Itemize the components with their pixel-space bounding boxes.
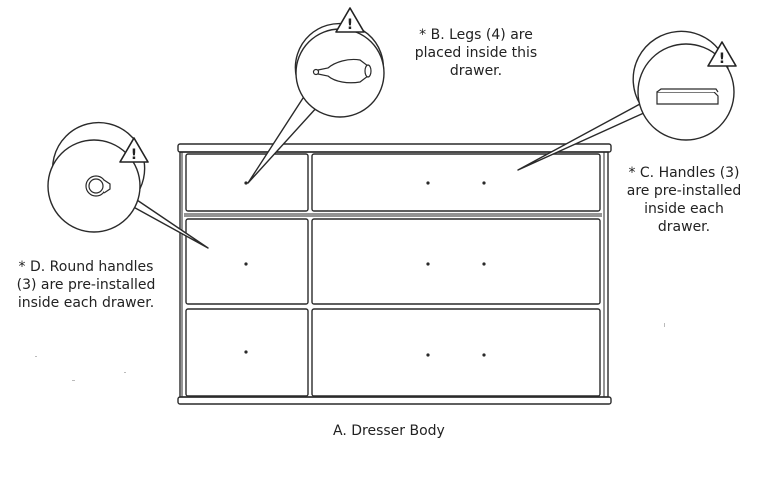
scan-speckles (35, 323, 665, 381)
warning-mark: ! (131, 147, 137, 163)
drawer-bottom-right (311, 308, 601, 397)
drawer-top-right (311, 153, 601, 212)
bar-handle-icon (656, 88, 719, 105)
drawer-bottom-left (185, 308, 309, 397)
round-handles-callout (47, 121, 209, 249)
drawers (184, 153, 602, 397)
label-handles: * C. Handles (3) are pre-installed insid… (626, 165, 742, 235)
label-legs: * B. Legs (4) are placed inside this dra… (414, 27, 538, 79)
round-knob-icon (85, 175, 111, 197)
warning-mark: ! (719, 51, 725, 67)
leg-icon (312, 58, 372, 84)
warning-triangle-icon (119, 137, 149, 163)
warning-triangle-icon (707, 41, 737, 67)
warning-mark: ! (347, 17, 353, 33)
label-dresser-body: A. Dresser Body (333, 423, 445, 439)
drawer-middle-right (311, 218, 601, 305)
label-round-handles: * D. Round handles (3) are pre-installed… (16, 259, 156, 311)
warning-triangle-icon (335, 7, 365, 33)
knob-holes (244, 181, 486, 357)
legs-callout (247, 22, 385, 184)
drawer-top-left (185, 153, 309, 212)
drawer-middle-left (185, 218, 309, 305)
dresser-body (177, 143, 612, 405)
